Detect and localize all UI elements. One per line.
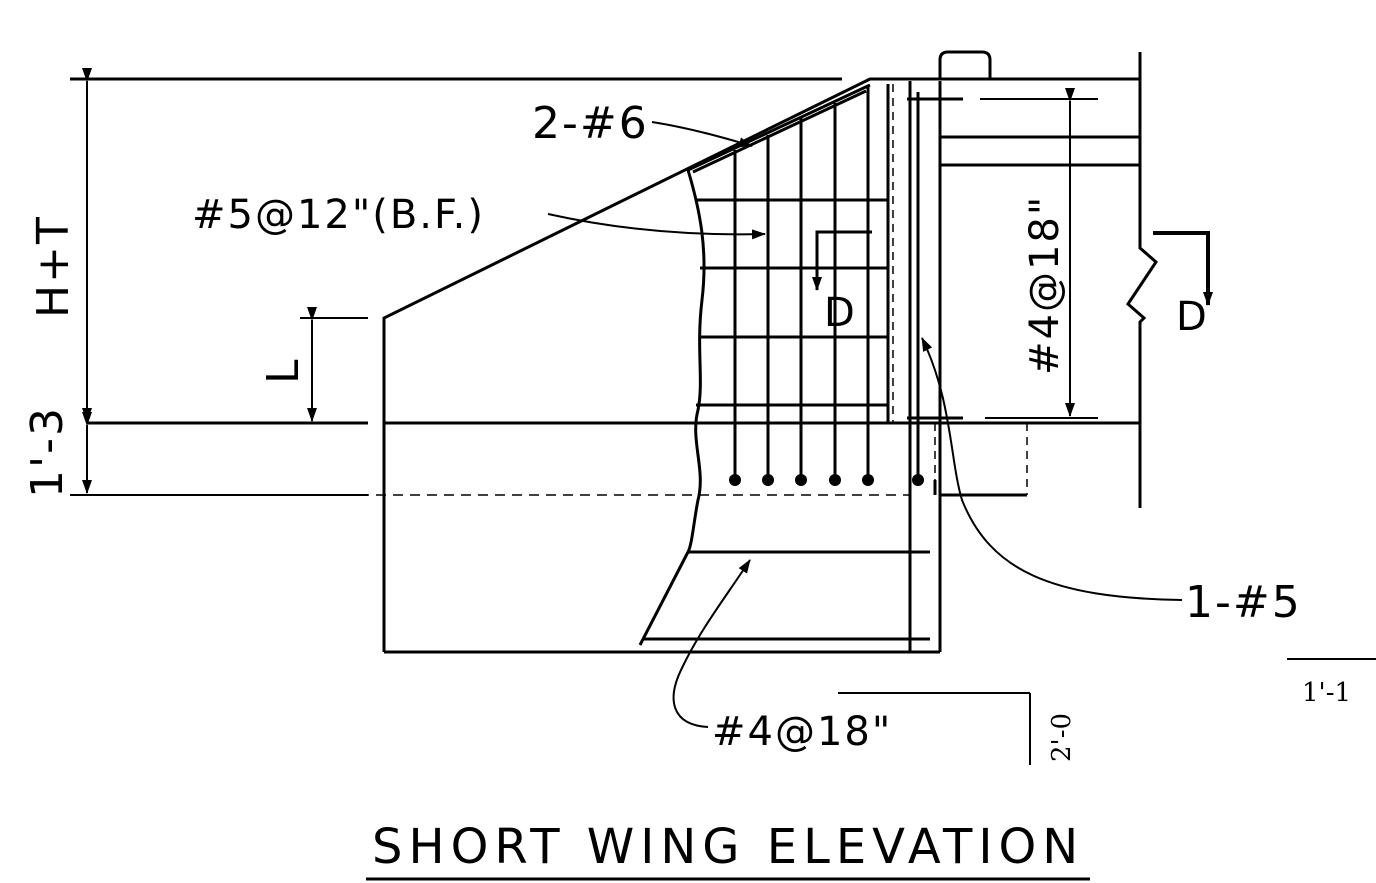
dim-1-3 xyxy=(70,412,368,496)
label-corner-bar: 1-#5 xyxy=(1185,577,1302,628)
dim-vertical-spacing xyxy=(980,88,1098,419)
dim-2-0 xyxy=(838,692,1031,765)
section-label-d-left: D xyxy=(824,290,857,336)
reinforcement-grid xyxy=(695,84,890,480)
section-cut-d-left xyxy=(812,230,872,291)
hidden-seat-lines xyxy=(934,423,1028,495)
section-cut-d-right xyxy=(1153,231,1213,306)
dim-label-l: L xyxy=(258,357,309,384)
abutment-section xyxy=(933,50,1158,508)
wing-wall-outline xyxy=(70,77,1140,654)
dim-label-h-t: H+T xyxy=(28,215,79,318)
section-label-d-right: D xyxy=(1176,294,1209,340)
label-back-face-bars: #5@12"(B.F.) xyxy=(192,192,485,238)
dim-label-2-0: 2'-0 xyxy=(1047,713,1077,762)
dim-label-1-1: 1'-1 xyxy=(1302,678,1351,708)
leaders xyxy=(547,121,1183,728)
cutaway-break-line xyxy=(638,83,871,646)
bar-end-dots xyxy=(729,474,924,486)
label-top-bars: 2-#6 xyxy=(532,98,649,149)
label-bottom-spacing: #4@18" xyxy=(712,709,892,755)
drawing-title: SHORT WING ELEVATION xyxy=(372,819,1084,875)
dim-label-1-3: 1'-3 xyxy=(22,406,73,498)
dim-l xyxy=(300,307,368,422)
footing-bars xyxy=(644,550,930,641)
label-vertical-spacing: #4@18" xyxy=(1022,195,1068,375)
corner-bar xyxy=(907,92,963,480)
